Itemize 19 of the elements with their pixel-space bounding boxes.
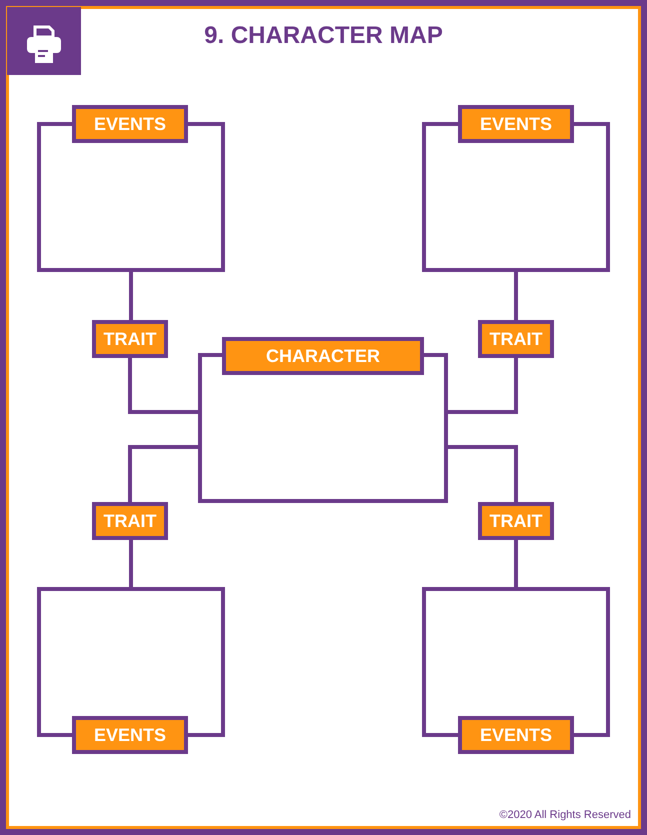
connector-line — [448, 358, 518, 414]
heading-tag: EVENTS — [458, 105, 574, 143]
connector-line — [128, 445, 198, 502]
connector-line — [129, 272, 133, 320]
heading-tag: EVENTS — [72, 716, 188, 754]
connector-line — [129, 540, 133, 587]
connector-line — [128, 358, 198, 414]
connector-line — [514, 272, 518, 320]
trait-tag: TRAIT — [478, 502, 554, 540]
title: 9. CHARACTER MAP — [203, 22, 444, 50]
heading-tag: EVENTS — [458, 716, 574, 754]
connector-line — [448, 445, 518, 502]
heading-tag: CHARACTER — [222, 337, 424, 375]
trait-tag: TRAIT — [92, 320, 168, 358]
trait-tag: TRAIT — [478, 320, 554, 358]
heading-tag: EVENTS — [72, 105, 188, 143]
copyright-note: ©2020 All Rights Reserved — [499, 809, 631, 821]
connector-line — [514, 540, 518, 587]
trait-tag: TRAIT — [92, 502, 168, 540]
